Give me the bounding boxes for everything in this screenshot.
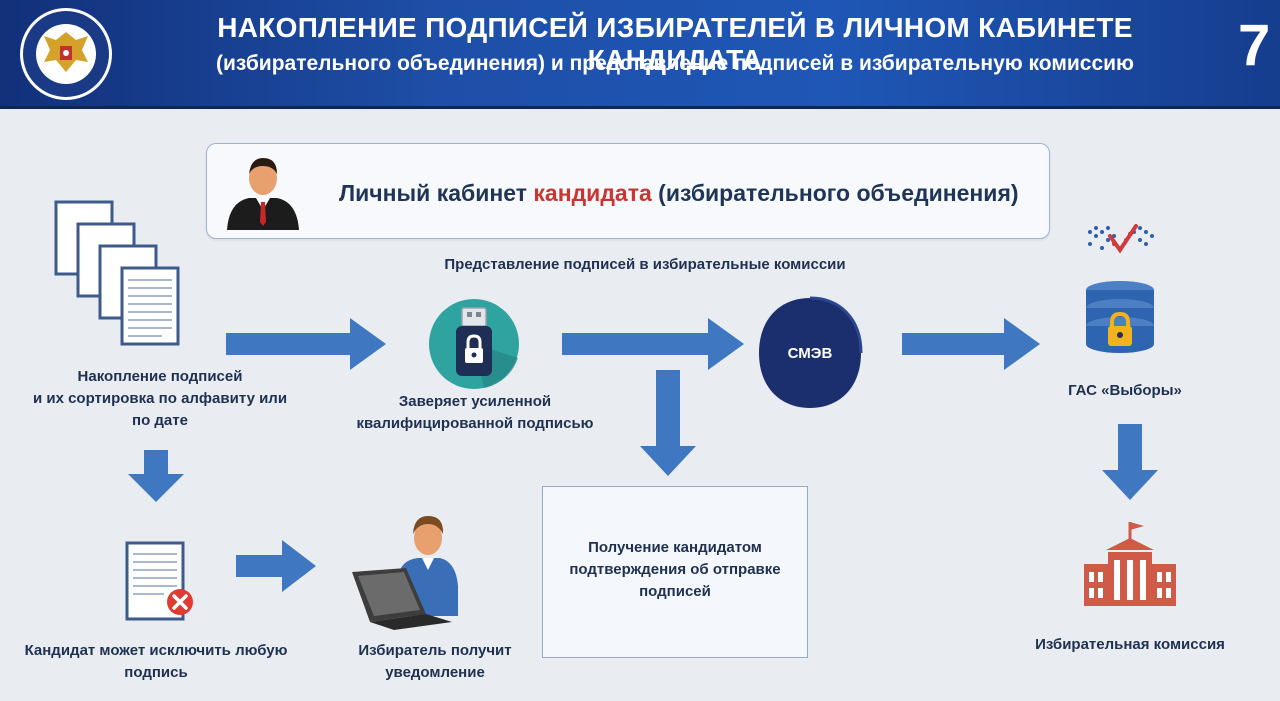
personal-cabinet-box: Личный кабинет кандидата (избирательного…: [206, 143, 1050, 239]
accumulation-line-1: Накопление подписей: [77, 368, 243, 385]
user-laptop-icon: [352, 516, 458, 630]
voter-notice-label: Избиратель получит уведомление: [330, 640, 540, 684]
accumulation-line-2: и их сортировка по алфавиту или: [32, 390, 288, 407]
cabinet-title-part1: Личный кабинет: [339, 180, 534, 206]
dots-logo-icon: [1088, 224, 1154, 254]
commission-building-icon: [1084, 522, 1176, 606]
smev-label: СМЭВ: [788, 345, 833, 362]
documents-stack-icon: [54, 200, 180, 346]
arrow-down-2: [640, 370, 696, 476]
voter-notice-line-2: уведомление: [385, 664, 485, 681]
certify-label: Заверяет усиленной квалифицированной под…: [330, 391, 620, 435]
certify-line-2: квалифицированной подписью: [356, 415, 594, 432]
emblem-icon: [20, 8, 112, 100]
confirmation-box: Получение кандидатом подтверждения об от…: [542, 486, 808, 658]
arrow-right-4: [236, 540, 316, 592]
accumulation-label: Накопление подписей и их сортировка по а…: [10, 366, 310, 432]
header-banner: НАКОПЛЕНИЕ ПОДПИСЕЙ ИЗБИРАТЕЛЕЙ В ЛИЧНОМ…: [0, 0, 1280, 109]
certify-line-1: Заверяет усиленной: [398, 393, 552, 410]
arrow-right-3: [902, 318, 1040, 370]
confirmation-line-1: Получение кандидатом: [588, 539, 762, 556]
arrow-right-2: [562, 318, 744, 370]
personal-cabinet-title: Личный кабинет кандидата (избирательного…: [339, 180, 1019, 207]
accumulation-line-3: по дате: [132, 412, 188, 429]
smev-badge: СМЭВ: [759, 296, 863, 408]
usb-lock-icon: [429, 299, 519, 389]
arrow-down-1: [128, 450, 184, 502]
voter-notice-line-1: Избиратель получит: [358, 642, 512, 659]
document-reject-icon: [125, 541, 193, 621]
page-subtitle: (избирательного объединения) и представл…: [216, 52, 1134, 75]
submission-label: Представление подписей в избирательные к…: [444, 256, 846, 273]
businessman-icon: [227, 158, 299, 230]
exclude-label: Кандидат может исключить любую подпись: [10, 640, 302, 684]
exclude-line-1: Кандидат может исключить любую: [24, 642, 288, 659]
confirmation-line-2: подтверждения об отправке: [569, 561, 781, 578]
commission-label: Избирательная комиссия: [1035, 636, 1225, 653]
cabinet-title-part3: (избирательного объединения): [651, 180, 1019, 206]
exclude-line-2: подпись: [124, 664, 188, 681]
confirmation-line-3: подписей: [639, 583, 711, 600]
arrow-right-1: [226, 318, 386, 370]
gas-label: ГАС «Выборы»: [1068, 382, 1182, 399]
arrow-down-3: [1102, 424, 1158, 500]
cabinet-title-candidate: кандидата: [533, 180, 652, 206]
page-title: НАКОПЛЕНИЕ ПОДПИСЕЙ ИЗБИРАТЕЛЕЙ В ЛИЧНОМ…: [217, 12, 1133, 75]
database-lock-icon: [1086, 281, 1154, 353]
confirmation-label: Получение кандидатом подтверждения об от…: [543, 537, 807, 603]
page-number: 7: [1238, 13, 1271, 78]
